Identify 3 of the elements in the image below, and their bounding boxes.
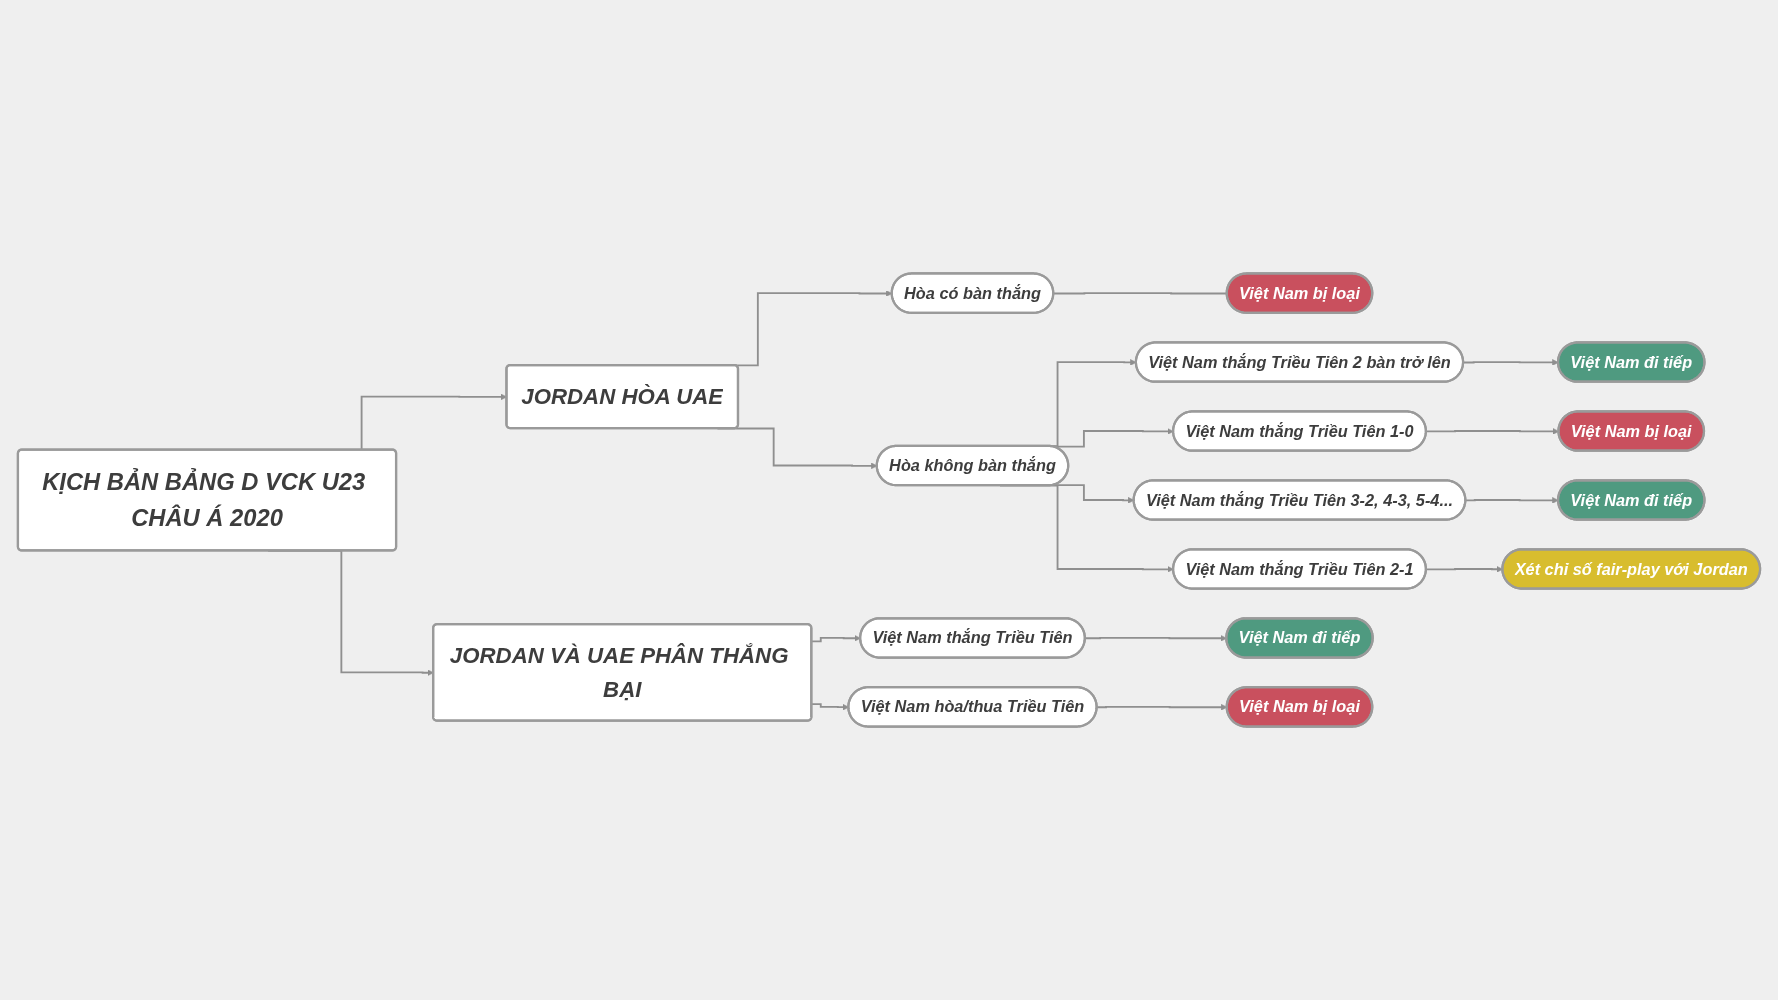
arrow <box>1464 497 1559 504</box>
arrow <box>1462 359 1559 366</box>
arrow <box>1084 635 1227 642</box>
